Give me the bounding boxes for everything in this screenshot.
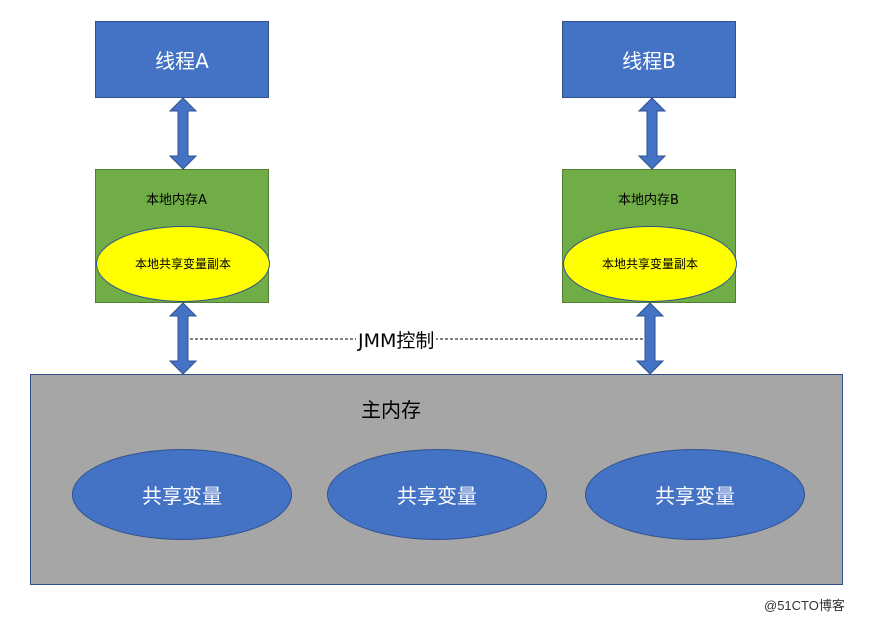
shared-variable-3: 共享变量 [585, 449, 805, 540]
jmm-control-label: JMM控制 [356, 326, 437, 353]
arrow-thread-b-local-b [637, 97, 667, 170]
local-copy-b-label: 本地共享变量副本 [601, 256, 698, 271]
watermark: @51CTO博客 [764, 598, 845, 613]
arrow-thread-a-local-a [168, 97, 198, 170]
shared-variable-3-label: 共享变量 [655, 484, 735, 508]
local-copy-a-ellipse: 本地共享变量副本 [96, 226, 270, 302]
shared-variable-1: 共享变量 [72, 449, 292, 540]
thread-a-label: 线程A [155, 49, 209, 73]
shared-variable-1-label: 共享变量 [142, 484, 222, 508]
shared-variable-2: 共享变量 [327, 449, 547, 540]
main-memory-title: 主内存 [361, 398, 421, 422]
main-memory-box: 主内存 共享变量 共享变量 共享变量 [30, 374, 843, 585]
thread-b-label: 线程B [622, 49, 676, 73]
local-memory-b-title: 本地内存B [618, 193, 679, 208]
local-copy-a-label: 本地共享变量副本 [134, 256, 231, 271]
thread-b-box: 线程B [562, 21, 736, 98]
local-memory-a-box: 本地内存A 本地共享变量副本 [95, 169, 270, 303]
local-memory-a-title: 本地内存A [146, 193, 207, 208]
thread-a-box: 线程A [95, 21, 269, 98]
arrow-local-b-main [635, 302, 665, 375]
local-copy-b-ellipse: 本地共享变量副本 [563, 226, 737, 302]
local-memory-b-box: 本地内存B 本地共享变量副本 [562, 169, 737, 303]
shared-variable-2-label: 共享变量 [397, 484, 477, 508]
arrow-local-a-main [168, 302, 198, 375]
